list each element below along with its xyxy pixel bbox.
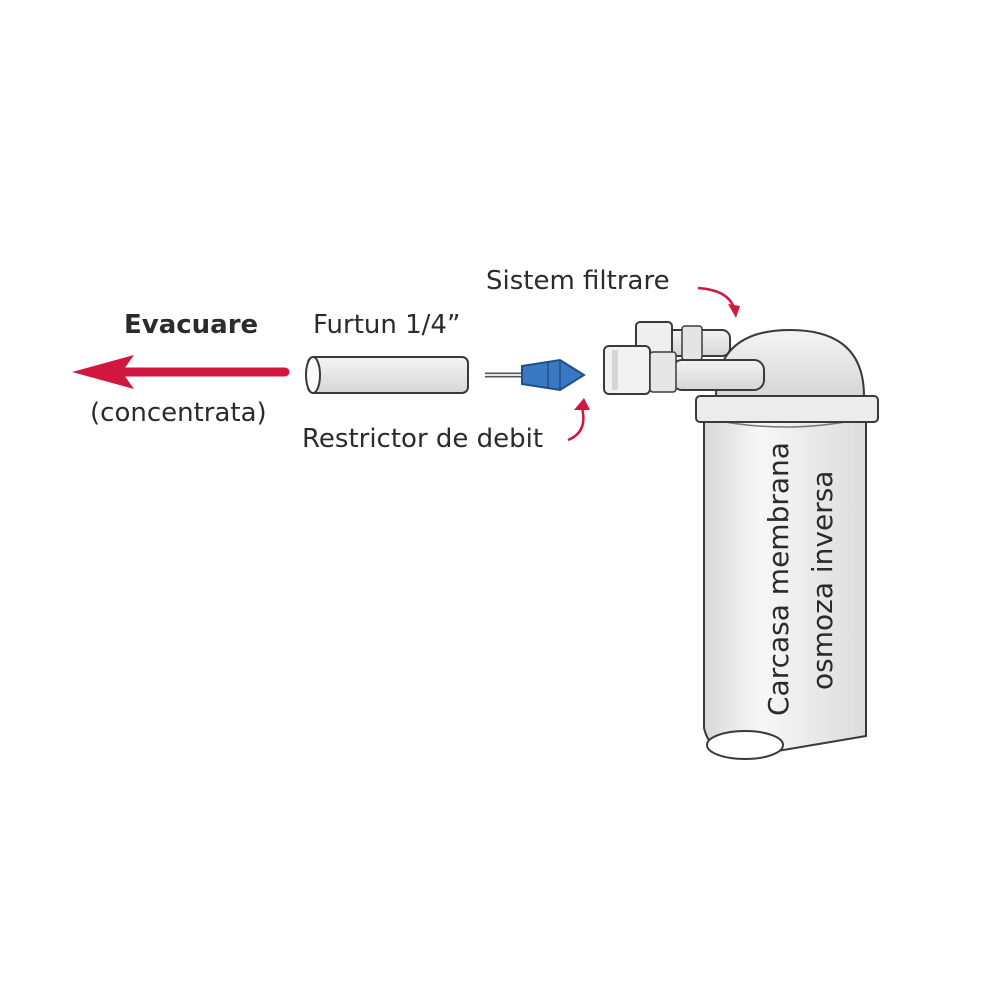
- filter-fittings: [603, 321, 765, 395]
- restrictor-label: Restrictor de debit: [302, 424, 544, 454]
- curved-arrow-icon: [567, 398, 590, 442]
- flow-restrictor: [485, 358, 586, 392]
- curved-arrow-icon: [697, 286, 740, 318]
- hose-label: Furtun 1/4”: [313, 310, 461, 340]
- concentrata-label: (concentrata): [90, 398, 267, 428]
- evacuare-label: Evacuare: [124, 310, 259, 340]
- left-arrow-icon: [72, 355, 290, 389]
- filter-system-label: Sistem filtrare: [486, 266, 670, 296]
- hose-tube: [305, 356, 469, 394]
- housing-label-line1: Carcasa membrana: [762, 442, 795, 716]
- housing-label-line2: osmoza inversa: [806, 470, 839, 690]
- membrane-housing: [695, 328, 879, 760]
